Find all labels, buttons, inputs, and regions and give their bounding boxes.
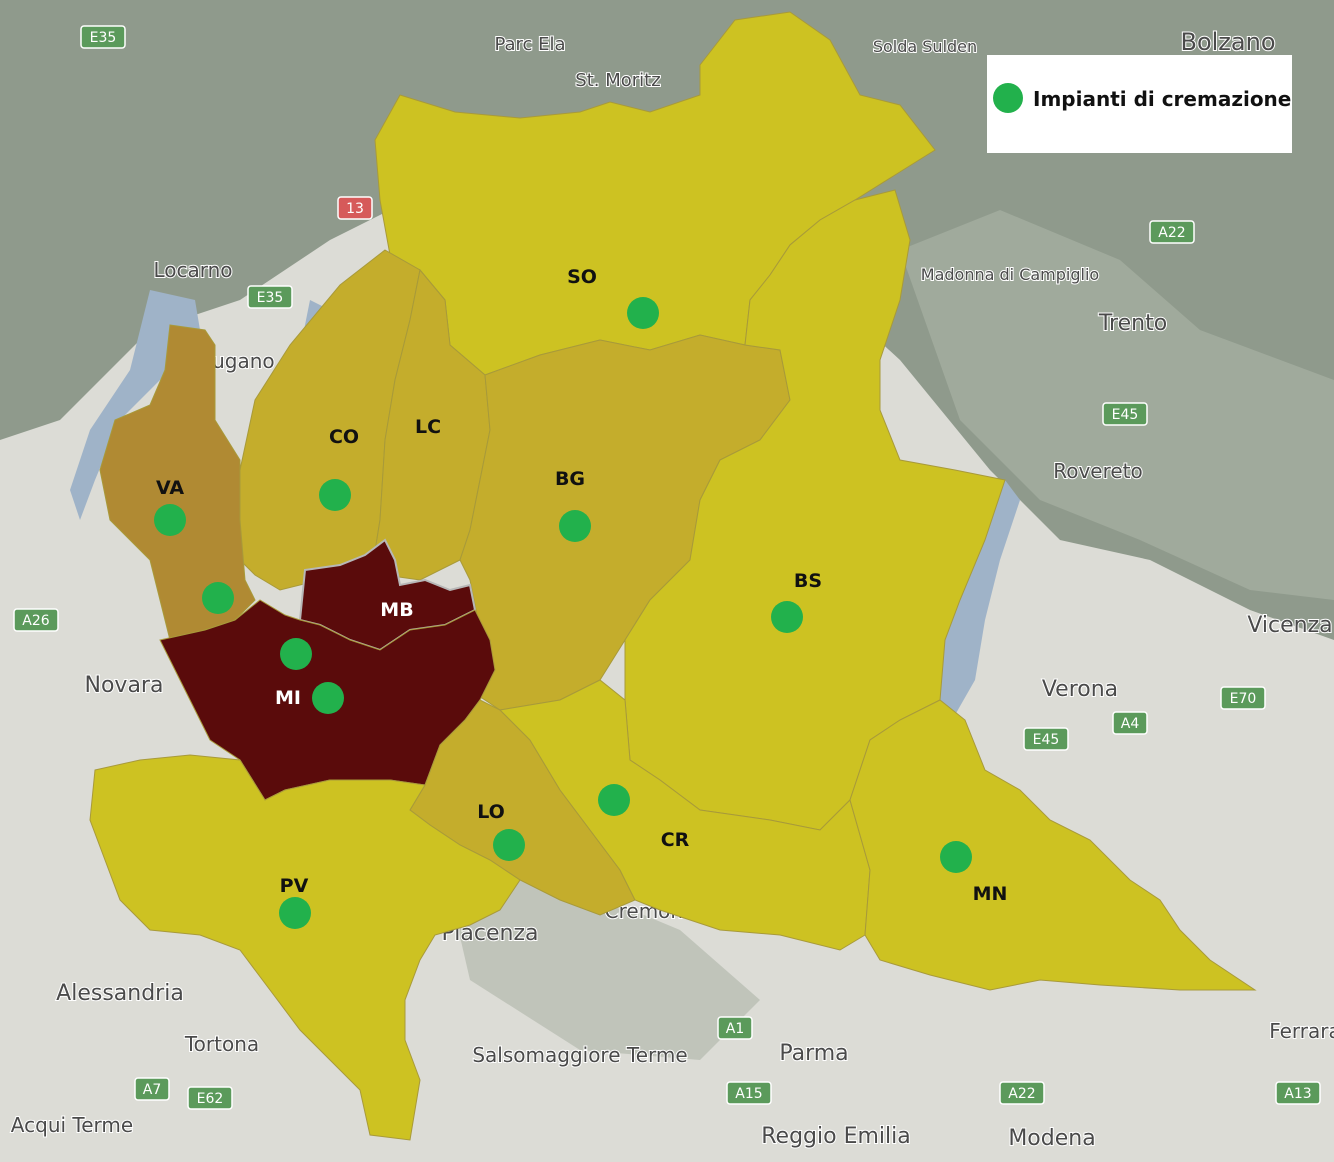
legend-marker-icon	[993, 83, 1023, 113]
cremation-marker-12	[940, 841, 972, 873]
road-shield-label: A7	[143, 1082, 161, 1098]
province-label-mb: MB	[380, 599, 413, 621]
road-shield-label: E35	[90, 30, 117, 46]
place-label: Locarno	[153, 258, 232, 282]
cremation-marker-1	[627, 297, 659, 329]
province-label-bs: BS	[794, 570, 822, 592]
road-shield-label: A26	[22, 613, 49, 629]
place-label: Solda Sulden	[873, 37, 977, 56]
cremation-marker-6	[771, 601, 803, 633]
place-label: Parc Ela	[494, 34, 565, 55]
road-shield-icon	[187, 1086, 233, 1110]
place-label: Madonna di Campiglio	[921, 265, 1099, 284]
road-shield-icon	[247, 285, 293, 309]
province-lc	[371, 268, 491, 581]
province-pv	[89, 754, 521, 1141]
place-label: Vicenza	[1247, 613, 1332, 638]
road-shield-icon	[1023, 727, 1069, 751]
road-shield-icon	[80, 25, 126, 49]
place-label: Novara	[85, 673, 164, 698]
province-label-lo: LO	[477, 801, 505, 823]
cremation-markers	[154, 297, 972, 929]
cremation-marker-7	[280, 638, 312, 670]
cremation-marker-8	[312, 682, 344, 714]
road-shield-label: A1	[726, 1021, 744, 1037]
road-shield-icon	[726, 1081, 772, 1105]
road-shield-label: A22	[1008, 1086, 1035, 1102]
place-label: Tortona	[184, 1032, 259, 1056]
road-shield-icon	[1102, 402, 1148, 426]
province-label-lc: LC	[415, 416, 441, 438]
road-shield-icon	[717, 1016, 753, 1040]
basemap-hills	[440, 850, 760, 1060]
road-shield-label: E45	[1112, 407, 1139, 423]
road-shield-label: E62	[197, 1091, 224, 1107]
place-label: Reggio Emilia	[761, 1124, 910, 1149]
province-label-so: SO	[567, 266, 597, 288]
road-shield-label: 13	[346, 201, 364, 217]
place-label: Rovereto	[1053, 459, 1143, 483]
province-label-pv: PV	[280, 875, 309, 897]
place-label: Piacenza	[442, 921, 539, 946]
place-label: Bolzano	[1180, 28, 1275, 56]
road-shield-label: A4	[1121, 716, 1140, 732]
road-shield-icon	[1220, 686, 1266, 710]
road-shield-icon	[1149, 220, 1195, 244]
province-label-mn: MN	[973, 883, 1008, 905]
cremation-marker-3	[154, 504, 186, 536]
road-shield-label: A15	[735, 1086, 762, 1102]
lake-garda	[940, 480, 1020, 715]
cremation-marker-4	[202, 582, 234, 614]
cremation-marker-5	[559, 510, 591, 542]
road-shield-label: A13	[1284, 1086, 1311, 1102]
place-label: Verona	[1042, 677, 1118, 702]
road-shield-icon	[1275, 1081, 1321, 1105]
cremation-marker-9	[493, 829, 525, 861]
place-label: Alessandria	[56, 981, 184, 1006]
road-shield-label: A22	[1158, 225, 1185, 241]
road-shield-icon	[13, 608, 59, 632]
province-label-bg: BG	[555, 468, 585, 490]
province-label-cr: CR	[661, 829, 690, 851]
province-label-co: CO	[329, 426, 359, 448]
legend-label: Impianti di cremazione	[1033, 87, 1292, 111]
road-shield-icon	[134, 1077, 170, 1101]
road-shield-label: E70	[1230, 691, 1257, 707]
province-label-mi: MI	[275, 687, 301, 709]
place-label: Modena	[1008, 1126, 1095, 1151]
place-label: Ferrara	[1269, 1019, 1334, 1043]
road-shield-label: E35	[257, 290, 284, 306]
road-shield-label: E45	[1033, 732, 1060, 748]
road-shield-icon	[1112, 711, 1148, 735]
place-label: Salsomaggiore Terme	[472, 1043, 687, 1067]
cremation-marker-11	[279, 897, 311, 929]
place-label: Parma	[779, 1041, 848, 1066]
place-label: St. Moritz	[575, 70, 660, 91]
road-shield-icon	[337, 196, 373, 220]
legend: Impianti di cremazione	[987, 55, 1292, 153]
province-label-va: VA	[156, 477, 184, 499]
province-codes: SO CO LC VA BG BS MB MI LO CR PV MN	[156, 266, 1007, 905]
cremation-marker-2	[319, 479, 351, 511]
place-label: Trento	[1098, 311, 1167, 336]
cremation-marker-10	[598, 784, 630, 816]
road-shield-icon	[999, 1081, 1045, 1105]
place-label: Acqui Terme	[11, 1113, 133, 1137]
province-mn	[849, 699, 1257, 991]
